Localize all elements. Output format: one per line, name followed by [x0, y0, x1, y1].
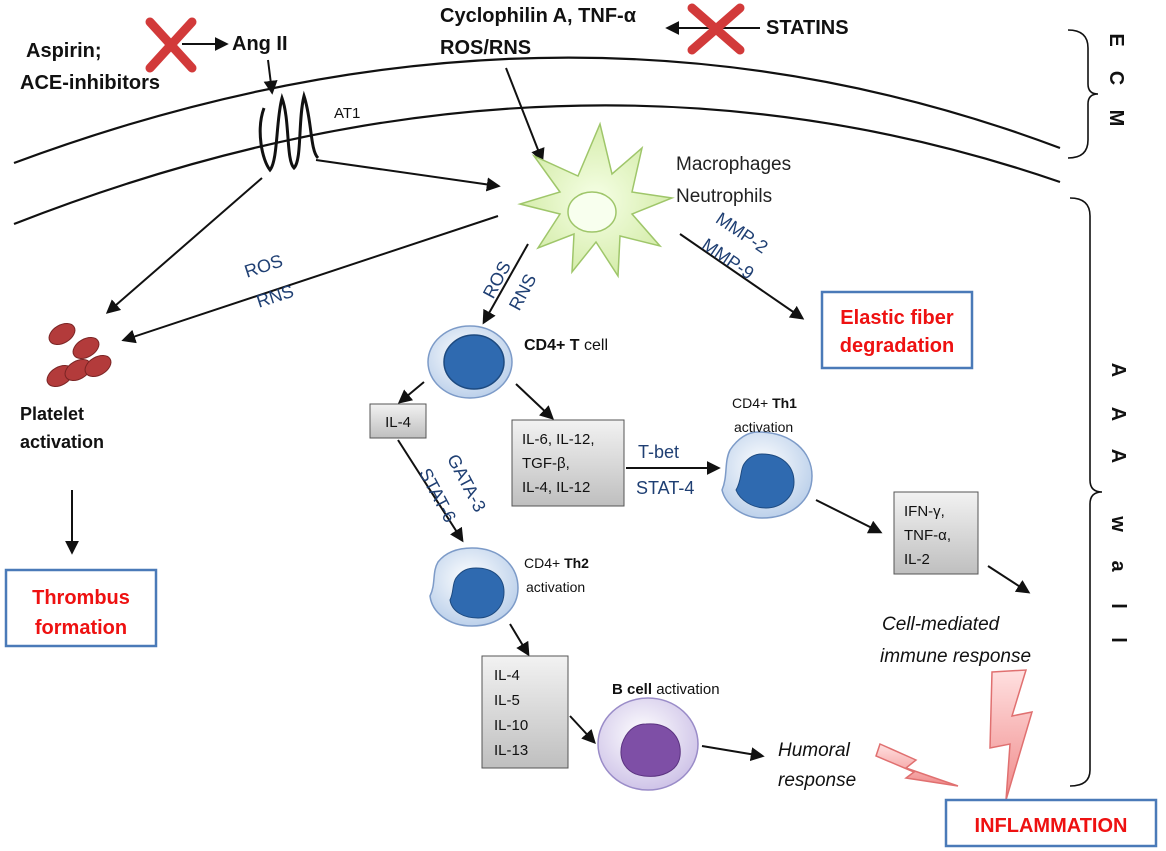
cytokine-line: IL-4, IL-12	[522, 479, 590, 496]
b-cell-nucleus	[620, 723, 681, 777]
il4-box-label: IL-4	[385, 414, 411, 431]
th2-cytokine-box	[481, 655, 569, 769]
cytokine-line: TGF-β,	[522, 455, 570, 472]
ace-inhibitors-label: ACE-inhibitors	[20, 72, 160, 94]
il4-box	[369, 403, 427, 439]
th2-cell-nucleus	[449, 567, 505, 619]
at1-label: AT1	[334, 105, 360, 122]
th2-cytokine-line: IL-4	[494, 667, 520, 684]
arrow-at1-platelets	[105, 177, 263, 314]
cd4-t-cell-nucleus	[443, 334, 505, 390]
wall-letter: w	[1107, 515, 1129, 532]
ros-rns-stimulus-label: ROS/RNS	[440, 37, 531, 59]
wall-letter: a	[1107, 560, 1129, 572]
th2-cytokine-line: IL-13	[494, 742, 528, 759]
platelet-activation-label: activation	[20, 432, 104, 452]
th2-cytokine-line: IL-10	[494, 717, 528, 734]
inflammation-box	[944, 798, 1158, 848]
arrow-th1box-cellmediated	[987, 565, 1031, 594]
arrow-th2box-bcell	[569, 715, 596, 745]
th2-label: CD4+ Th2	[524, 555, 589, 571]
th1-activation-label: activation	[734, 419, 793, 435]
arrow-bcell-humoral	[701, 745, 765, 762]
humoral-label: Humoral	[778, 740, 851, 761]
ecm-letter: C	[1105, 71, 1127, 85]
humoral-response-label: response	[778, 770, 856, 791]
platelet-cluster-icon	[46, 323, 112, 387]
arrow-at1-macrophage	[315, 159, 501, 192]
aaa-letter: A	[1107, 363, 1129, 377]
thrombus-line2: formation	[35, 617, 127, 639]
arrow-cd4-il4	[397, 381, 425, 404]
cd4-t-cell-label: CD4+ T cell	[524, 337, 608, 354]
arrow-cd4-cytokines	[515, 383, 555, 420]
arrow-cyclophilin-macrophage	[505, 67, 545, 163]
inhibit-x-icon	[687, 3, 745, 55]
membrane-inner	[13, 104, 1061, 226]
stat4-label: STAT-4	[636, 478, 694, 498]
cytokine-box	[511, 419, 625, 507]
platelet-label: Platelet	[20, 404, 84, 424]
thrombus-line1: Thrombus	[32, 587, 130, 609]
rns-label-left: RNS	[254, 281, 296, 312]
cyclophilin-label: Cyclophilin A, TNF-α	[440, 5, 637, 27]
th1-cytokine-line: TNF-α,	[904, 527, 951, 544]
thrombus-box	[4, 568, 158, 648]
macrophages-label: Macrophages	[676, 154, 791, 175]
th1-cell-nucleus	[735, 453, 795, 509]
th1-label: CD4+ Th1	[732, 395, 797, 411]
wall-letter: l	[1107, 637, 1129, 643]
arrow-macrophage-cd4	[482, 243, 529, 325]
ecm-letter: M	[1105, 110, 1127, 127]
elastic-fiber-line1: Elastic fiber	[840, 307, 954, 329]
cytokine-line: IL-6, IL-12,	[522, 431, 595, 448]
th2-cytokine-line: IL-5	[494, 692, 520, 709]
inhibit-x-icon	[145, 17, 197, 73]
tbet-label: T-bet	[638, 442, 679, 462]
th1-cytokine-line: IFN-γ,	[904, 503, 945, 520]
ecm-letter: E	[1105, 33, 1127, 46]
arrow-th2-box	[509, 623, 530, 657]
macrophage-nucleus	[567, 191, 617, 233]
th1-cytokine-line: IL-2	[904, 551, 930, 568]
neutrophils-label: Neutrophils	[676, 186, 772, 207]
aaa-wall-bracket	[1069, 197, 1103, 787]
b-cell-label: B cell activation	[612, 681, 720, 698]
inflammation-label: INFLAMMATION	[975, 815, 1128, 837]
lightning-bolt-icon	[989, 669, 1034, 801]
elastic-fiber-line2: degradation	[840, 335, 954, 357]
ang-ii-label: Ang II	[232, 33, 288, 55]
aspirin-label: Aspirin;	[26, 40, 102, 62]
aaa-letter: A	[1107, 407, 1129, 421]
arrow-macrophage-platelets	[121, 215, 499, 344]
ros-label-left: ROS	[242, 251, 285, 282]
immune-response-label: immune response	[880, 646, 1031, 667]
arrow-angii-at1	[263, 59, 278, 95]
wall-letter: l	[1107, 603, 1129, 609]
cell-mediated-label: Cell-mediated	[882, 614, 1001, 635]
arrow-th1-box	[815, 499, 883, 534]
ecm-bracket	[1067, 29, 1099, 159]
statins-label: STATINS	[766, 17, 849, 39]
arrow-il4-th2	[397, 439, 464, 543]
membrane-outer	[13, 56, 1061, 165]
th1-cytokine-box	[893, 491, 979, 575]
arrow-macrophage-elastic	[679, 233, 805, 320]
elastic-fiber-box	[820, 290, 974, 370]
th2-activation-label: activation	[526, 579, 585, 595]
aaa-letter: A	[1107, 449, 1129, 463]
at1-receptor-icon	[258, 90, 320, 173]
lightning-bolt-icon	[875, 742, 959, 787]
